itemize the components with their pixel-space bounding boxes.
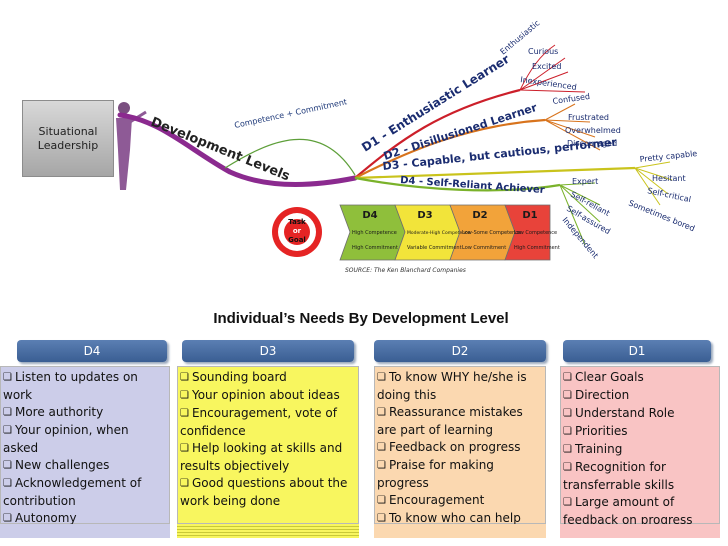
development-levels-mindmap: Situational Leadership bbox=[22, 18, 698, 274]
chevron-d2-code: D2 bbox=[472, 210, 487, 221]
d2-child-confused: Confused bbox=[552, 92, 590, 106]
chevron-d3-code: D3 bbox=[417, 210, 432, 221]
d3-need-item: Encouragement, vote of confidence bbox=[180, 405, 356, 440]
d1-need-item: Priorities bbox=[563, 423, 717, 441]
chevron-d3-line1: Moderate-High Competence bbox=[407, 230, 471, 236]
d3-need-item: Good questions about the work being done bbox=[180, 475, 356, 510]
section-title-text: Individual’s Needs By Development Level bbox=[213, 310, 509, 327]
d2-need-item: To know who can help bbox=[377, 510, 543, 528]
d1-child-inexperienced: Inexperienced bbox=[520, 75, 578, 92]
d4-need-item: Acknowledgement of contribution bbox=[3, 475, 167, 510]
d1-need-item: Training bbox=[563, 441, 717, 459]
chevron-d4-line1: High Competence bbox=[352, 230, 397, 236]
column-head-d4: D4 bbox=[17, 340, 167, 362]
competence-commitment-label: Competence + Commitment bbox=[234, 97, 348, 130]
d1-need-item: Large amount of feedback on progress bbox=[563, 494, 717, 529]
d1-child-curious: Curious bbox=[528, 47, 558, 56]
situational-leadership-box: Situational Leadership bbox=[22, 100, 114, 177]
target-word-2: or bbox=[293, 227, 302, 235]
development-levels-label: Development Levels bbox=[149, 115, 293, 185]
d1-need-item: Clear Goals bbox=[563, 369, 717, 387]
d3-need-item: Help looking at skills and results objec… bbox=[180, 440, 356, 475]
chevron-d1-line1: Low Competence bbox=[514, 230, 557, 236]
d2-child-frustrated: Frustrated bbox=[568, 113, 609, 122]
target-word-1: Task bbox=[288, 218, 306, 226]
column-d1-needs: Clear Goals Direction Understand Role Pr… bbox=[560, 366, 720, 527]
d3-need-item: Your opinion about ideas bbox=[180, 387, 356, 405]
column-head-d4-label: D4 bbox=[83, 344, 101, 358]
d3-child-self-critical: Self-critical bbox=[647, 186, 692, 204]
column-d2-base bbox=[374, 524, 546, 538]
d3-child-pretty-capable: Pretty capable bbox=[639, 149, 697, 164]
d2-child-discouraged: Discouraged bbox=[567, 139, 617, 148]
d4-branch-label: D4 - Self-Reliant Achiever bbox=[400, 175, 545, 196]
chevron-d1-line2: High Commitment bbox=[514, 245, 560, 251]
d2-need-item: Encouragement bbox=[377, 492, 543, 510]
task-or-goal-target-icon: Task or Goal bbox=[272, 207, 322, 257]
d3-child-sometimes-bored: Sometimes bored bbox=[627, 199, 696, 234]
d4-child-expert: Expert bbox=[572, 177, 598, 186]
d2-need-item: To know WHY he/she is doing this bbox=[377, 369, 543, 404]
section-title: Individual’s Needs By Development Level bbox=[0, 310, 728, 327]
target-word-3: Goal bbox=[288, 236, 306, 244]
development-levels-branch bbox=[117, 112, 358, 187]
d4-need-item: More authority bbox=[3, 404, 167, 422]
d1-need-item: Recognition for transferrable skills bbox=[563, 459, 717, 494]
column-head-d1: D1 bbox=[563, 340, 711, 362]
d3-child-hesitant: Hesitant bbox=[652, 174, 686, 183]
chevron-d2-line2: Low Commitment bbox=[462, 245, 506, 251]
d4-need-item: Your opinion, when asked bbox=[3, 422, 167, 457]
column-head-d2: D2 bbox=[374, 340, 546, 362]
column-head-d3-label: D3 bbox=[259, 344, 277, 358]
chevron-d3-line2: Variable Commitment bbox=[407, 245, 462, 251]
chevron-d1-code: D1 bbox=[522, 210, 537, 221]
column-d1-base bbox=[560, 524, 720, 538]
d1-need-item: Direction bbox=[563, 387, 717, 405]
d1-need-item: Understand Role bbox=[563, 405, 717, 423]
source-credit: SOURCE: The Ken Blanchard Companies bbox=[345, 267, 466, 274]
d2-need-item: Praise for making progress bbox=[377, 457, 543, 492]
development-arrow-chevrons: D4 High Competence High Commitment D3 Mo… bbox=[339, 204, 560, 261]
column-d3-needs: Sounding board Your opinion about ideas … bbox=[177, 366, 359, 524]
d4-need-item: New challenges bbox=[3, 457, 167, 475]
d2-need-item: Reassurance mistakes are part of learnin… bbox=[377, 404, 543, 439]
situational-leadership-label: Situational Leadership bbox=[37, 124, 99, 152]
column-d3-base bbox=[177, 524, 359, 538]
d4-need-item: Listen to updates on work bbox=[3, 369, 167, 404]
chevron-d4-code: D4 bbox=[362, 210, 377, 221]
mindmap-svg: Development Levels Competence + Commitme… bbox=[116, 18, 698, 274]
d4-need-item: Autonomy bbox=[3, 510, 167, 528]
d1-child-excited: Excited bbox=[532, 62, 561, 71]
column-head-d1-label: D1 bbox=[628, 344, 646, 358]
column-d2-needs: To know WHY he/she is doing this Reassur… bbox=[374, 366, 546, 525]
chevron-d2-line1: Low-Some Competence bbox=[462, 230, 521, 236]
chevron-d4-line2: High Commitment bbox=[352, 245, 398, 251]
column-d4-base bbox=[0, 524, 170, 538]
d2-child-overwhelmed: Overwhelmed bbox=[565, 126, 621, 135]
column-head-d2-label: D2 bbox=[451, 344, 469, 358]
column-d4-needs: Listen to updates on work More authority… bbox=[0, 366, 170, 525]
column-head-d3: D3 bbox=[182, 340, 354, 362]
d3-need-item: Sounding board bbox=[180, 369, 356, 387]
d2-need-item: Feedback on progress bbox=[377, 439, 543, 457]
